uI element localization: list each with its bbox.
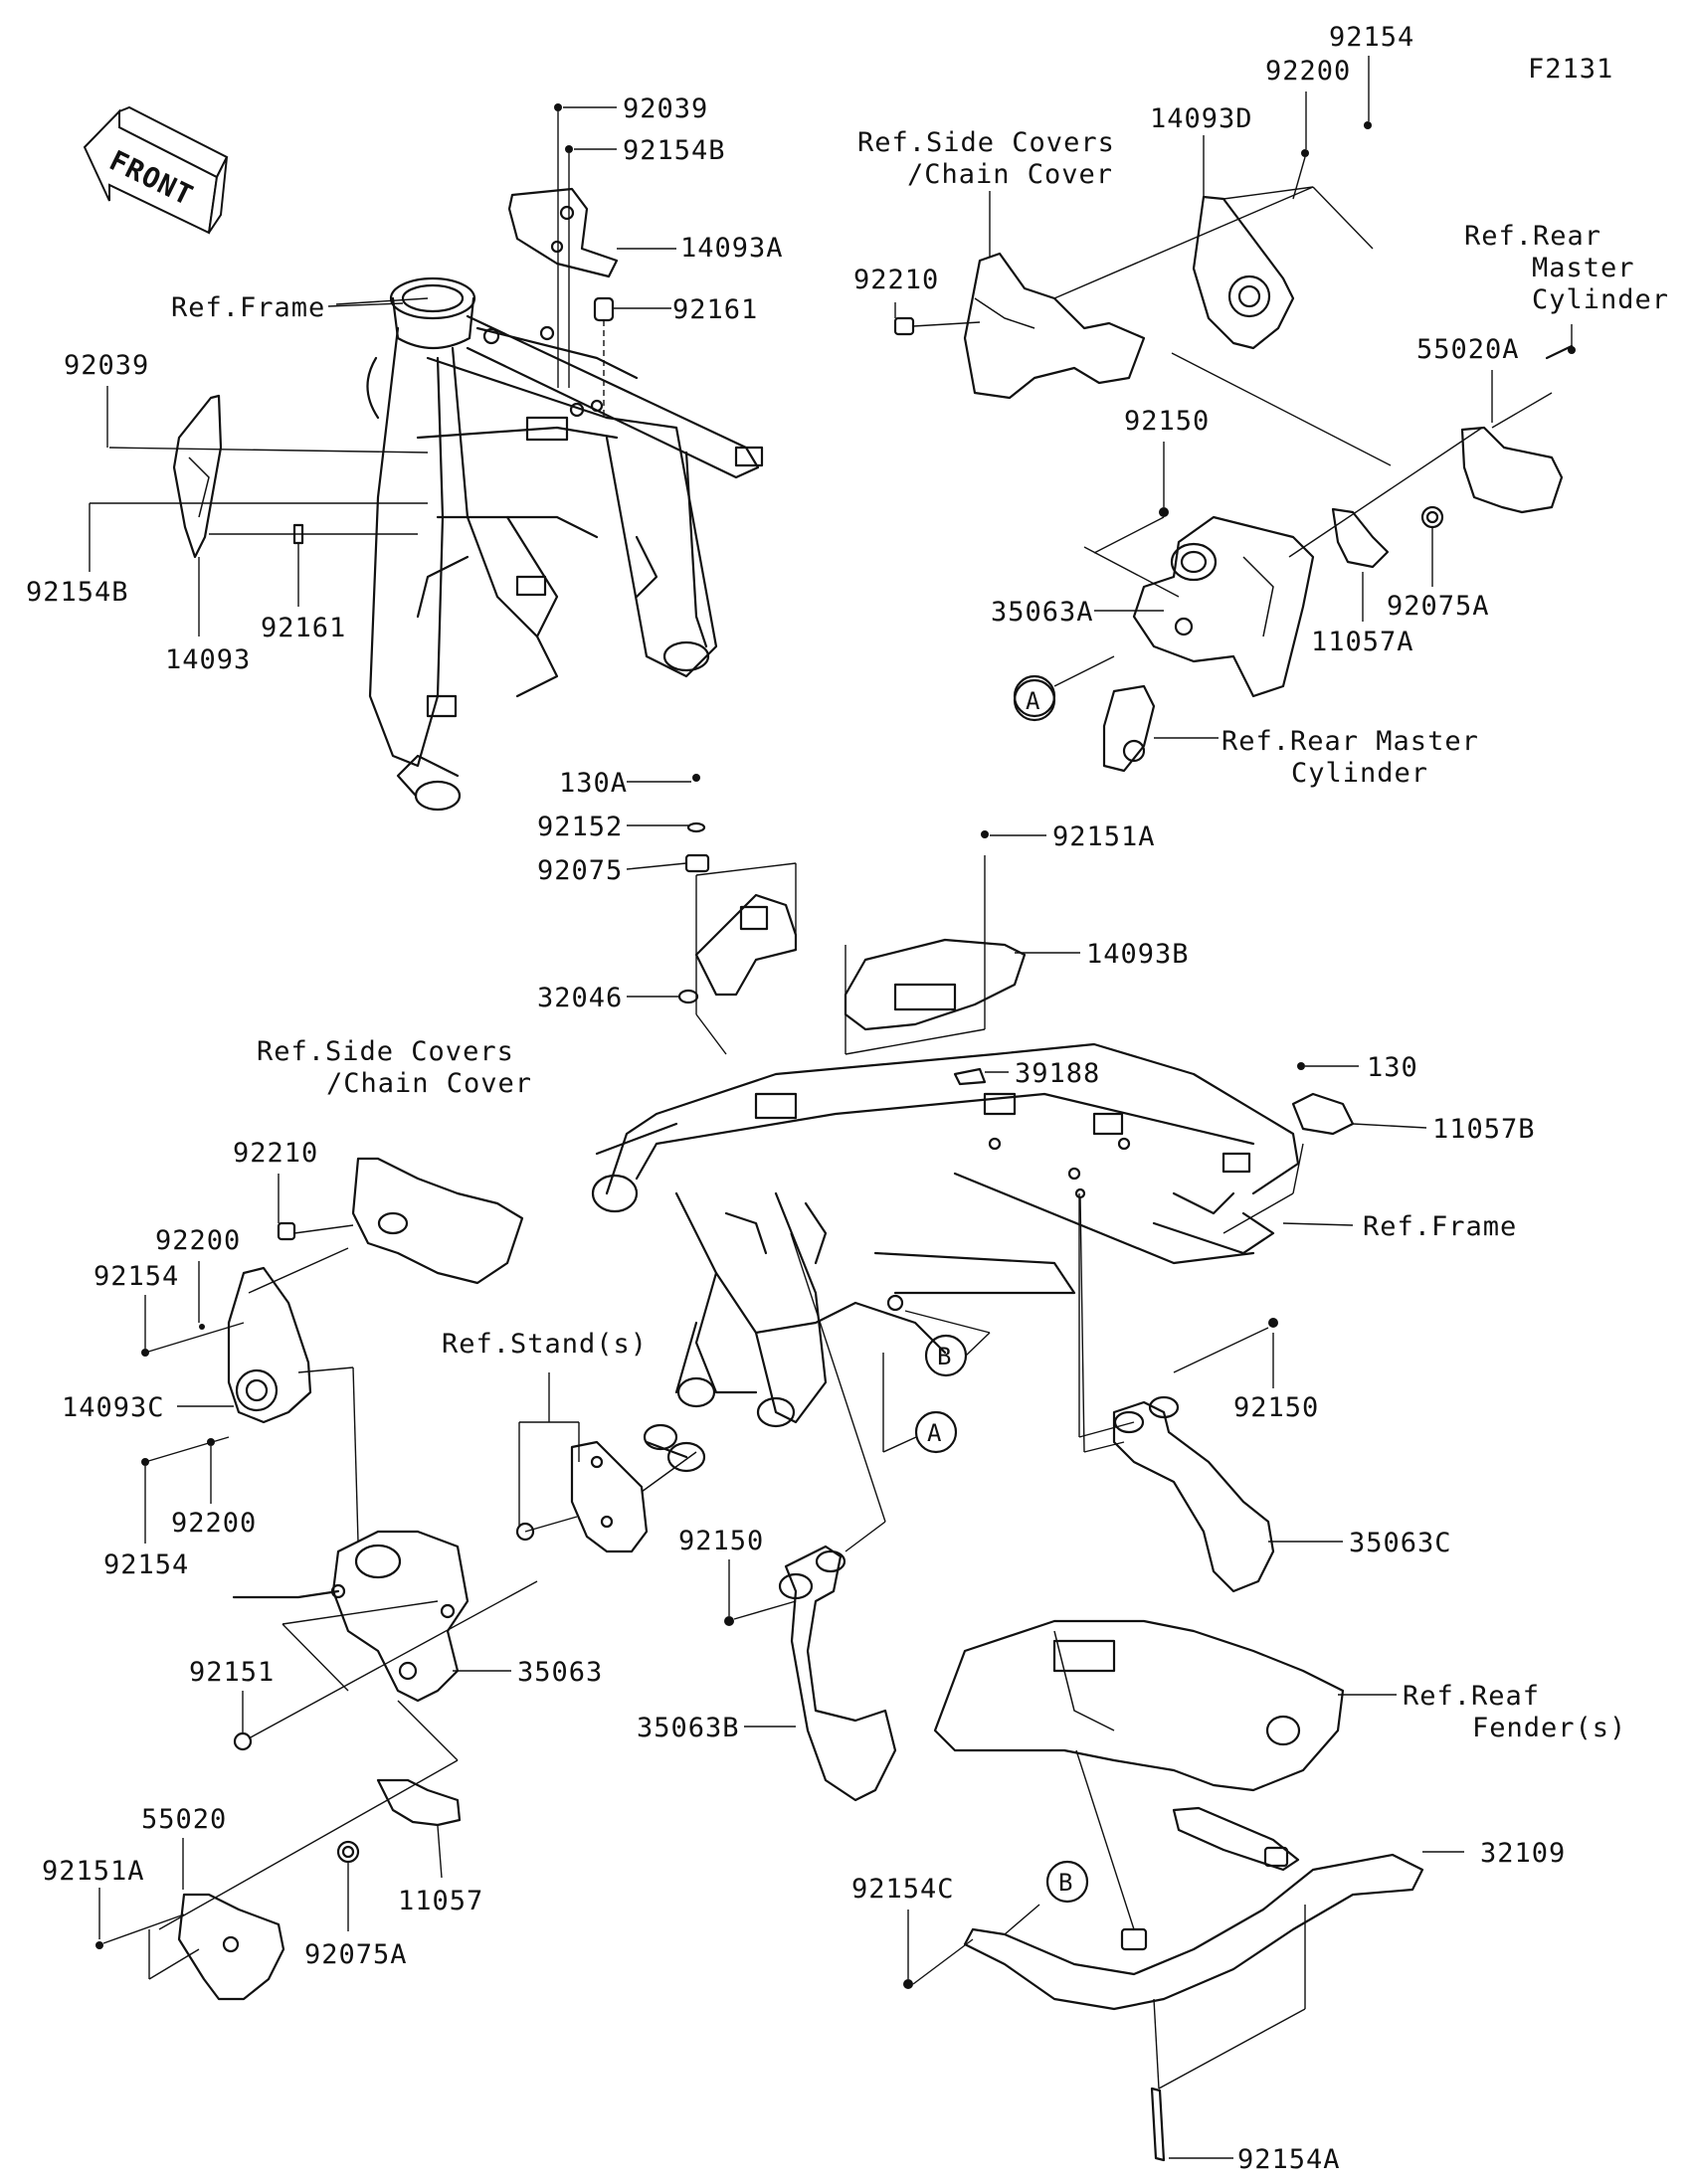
part-label-14093d: 14093D xyxy=(1150,103,1253,134)
ref-marker-a-mid: A xyxy=(882,1353,958,1454)
part-label-92150-right: 92150 xyxy=(1233,1392,1319,1423)
part-label-14093b: 14093B xyxy=(1086,939,1190,970)
stand-bracket-shape xyxy=(570,1440,649,1553)
guard-55020-shape xyxy=(177,1893,285,2001)
ref-label-side-covers-left-2: /Chain Cover xyxy=(326,1068,532,1099)
part-label-92210-left: 92210 xyxy=(233,1138,318,1169)
part-label-92154a: 92154A xyxy=(1237,2144,1341,2175)
front-arrow-icon: FRONT xyxy=(83,105,229,235)
guard-55020a-shape xyxy=(1460,426,1564,514)
part-label-92075a-top: 92075A xyxy=(1387,591,1490,622)
bracket-32046-shape xyxy=(694,893,798,997)
part-label-14093c: 14093C xyxy=(62,1392,165,1423)
part-label-55020a: 55020A xyxy=(1416,334,1520,365)
plate-11057-shape xyxy=(376,1778,462,1827)
ref-label-rear-fender-1: Ref.Reaf xyxy=(1403,1681,1540,1712)
ref-marker-b-bottom-label: B xyxy=(1058,1869,1073,1897)
ref-marker-a-top-label: A xyxy=(1026,687,1040,715)
part-label-35063a: 35063A xyxy=(991,597,1094,628)
side-cover-top-shape xyxy=(963,252,1146,400)
part-label-32046: 32046 xyxy=(537,983,623,1013)
ref-label-side-covers-top-2: /Chain Cover xyxy=(907,159,1113,190)
part-label-92039-top: 92039 xyxy=(623,93,708,124)
footrest-bracket-35063a-shape xyxy=(1132,515,1315,698)
ref-marker-b-mid: B xyxy=(904,1310,991,1377)
part-label-11057b: 11057B xyxy=(1432,1114,1536,1145)
part-label-92154c: 92154C xyxy=(851,1874,955,1905)
side-cover-left-shape xyxy=(351,1157,524,1285)
part-label-55020: 55020 xyxy=(141,1804,227,1835)
part-label-35063: 35063 xyxy=(517,1657,603,1688)
part-label-92200-left2: 92200 xyxy=(171,1508,257,1539)
part-label-92152: 92152 xyxy=(537,812,623,842)
part-label-92039-left: 92039 xyxy=(64,350,149,381)
part-label-130a: 130A xyxy=(559,768,628,799)
part-label-35063b: 35063B xyxy=(637,1713,740,1743)
part-label-92200-top: 92200 xyxy=(1265,56,1351,87)
ref-label-side-covers-top-1: Ref.Side Covers xyxy=(857,127,1115,158)
ref-label-rear-master-2: Master xyxy=(1532,253,1635,283)
part-label-92151a-top: 92151A xyxy=(1052,821,1156,852)
diagram-code: F2131 xyxy=(1528,54,1613,85)
cover-14093a-shape xyxy=(507,187,619,278)
part-label-92154b-top: 92154B xyxy=(623,135,726,166)
part-label-92154-top: 92154 xyxy=(1329,22,1414,53)
part-label-11057a: 11057A xyxy=(1311,627,1414,657)
part-label-35063c: 35063C xyxy=(1349,1528,1452,1558)
ref-marker-b-mid-label: B xyxy=(937,1343,952,1370)
front-frame-drawing xyxy=(366,276,764,812)
ref-label-rear-fender-2: Fender(s) xyxy=(1472,1713,1626,1743)
grab-rail-32109-shape xyxy=(963,1853,1424,2011)
cover-14093-shape xyxy=(172,394,223,559)
ref-label-side-covers-left-1: Ref.Side Covers xyxy=(257,1036,514,1067)
part-label-92154-left: 92154 xyxy=(94,1261,179,1292)
rear-fender-shape xyxy=(933,1619,1345,1792)
ref-label-rear-master-cylinder-2: Cylinder xyxy=(1291,758,1428,789)
cover-14093b-shape xyxy=(844,938,1027,1031)
part-label-14093a: 14093A xyxy=(680,233,784,264)
main-frame-drawing xyxy=(591,1042,1300,1428)
ref-label-stands: Ref.Stand(s) xyxy=(442,1329,648,1360)
part-label-39188: 39188 xyxy=(1015,1058,1100,1089)
ref-label-frame-mid: Ref.Frame xyxy=(1363,1211,1517,1242)
ref-label-rear-master-1: Ref.Rear xyxy=(1464,221,1601,252)
plate-11057a-shape xyxy=(1331,507,1390,569)
part-label-92150-mid: 92150 xyxy=(678,1526,764,1556)
brake-pedal-35063b-shape xyxy=(784,1545,897,1802)
part-label-92154b-left: 92154B xyxy=(26,577,129,608)
part-label-92151a-left: 92151A xyxy=(42,1856,145,1887)
ref-label-rear-master-3: Cylinder xyxy=(1532,284,1669,315)
part-label-92210-top: 92210 xyxy=(853,265,939,295)
cover-14093c-shape xyxy=(227,1266,312,1424)
part-label-130: 130 xyxy=(1367,1052,1418,1083)
footrest-bracket-35063c-shape xyxy=(1112,1400,1275,1593)
part-label-11057: 11057 xyxy=(398,1886,483,1916)
ref-marker-a-top: A xyxy=(1013,678,1056,722)
part-label-92161-left: 92161 xyxy=(261,613,346,643)
part-label-92154-left2: 92154 xyxy=(103,1549,189,1580)
part-label-92200-left: 92200 xyxy=(155,1225,241,1256)
ref-marker-a-mid-label: A xyxy=(927,1419,942,1447)
ref-label-rear-master-cylinder-1: Ref.Rear Master xyxy=(1221,726,1479,757)
part-label-92150-top: 92150 xyxy=(1124,406,1210,437)
part-label-92075a-bottom: 92075A xyxy=(304,1939,408,1970)
part-label-14093: 14093 xyxy=(165,644,251,675)
part-label-32109: 32109 xyxy=(1480,1838,1566,1869)
ref-marker-b-bottom: B xyxy=(1045,1860,1089,1904)
part-label-92075: 92075 xyxy=(537,855,623,886)
part-label-92151: 92151 xyxy=(189,1657,275,1688)
footrest-bracket-35063-shape xyxy=(331,1530,470,1703)
ref-label-frame-top: Ref.Frame xyxy=(171,292,325,323)
cover-14093d-shape xyxy=(1192,195,1295,350)
part-label-92161-top: 92161 xyxy=(672,294,758,325)
plate-11057b-shape xyxy=(1291,1092,1355,1136)
